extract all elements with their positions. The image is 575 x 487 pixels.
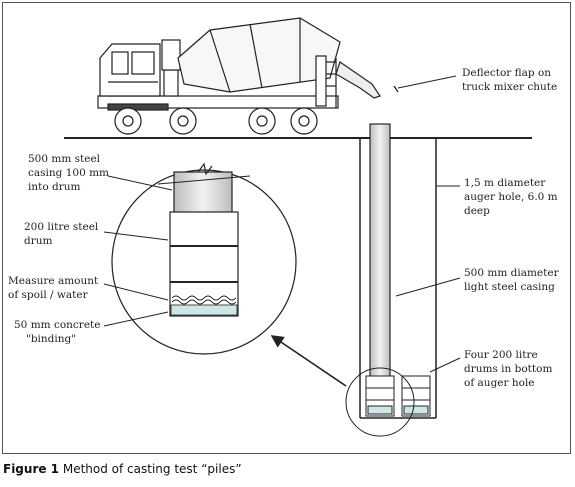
deflector-flap (393, 85, 399, 93)
label-deflector-line1: Deflector flap on (462, 67, 551, 79)
leader-lines (103, 175, 461, 373)
label-casing-line1: 500 mm steel (28, 153, 101, 165)
label-steel-drum: 200 litre steel drum (24, 221, 99, 247)
enlarge-arrow (270, 335, 347, 387)
label-four-drums: Four 200 litre drums in bottom of auger … (464, 349, 552, 389)
bottom-drums (365, 375, 431, 417)
label-casing-line3: into drum (28, 181, 81, 193)
figure-caption: Figure 1 Method of casting test “piles” (3, 462, 242, 476)
figure-frame (2, 2, 571, 454)
label-drum-line1: 200 litre steel (24, 221, 99, 233)
label-measure-line2: of spoil / water (8, 289, 89, 301)
label-light-casing-line1: 500 mm diameter (464, 267, 560, 279)
label-four-drums-line2: drums in bottom (464, 363, 552, 375)
enlarged-drum (169, 162, 239, 317)
label-drum-line2: drum (24, 235, 53, 247)
caption-label: Figure 1 (3, 462, 60, 476)
label-auger-line3: deep (464, 205, 490, 217)
label-auger-line2: auger hole, 6.0 m (464, 191, 558, 203)
label-four-drums-line3: of auger hole (464, 377, 535, 389)
label-auger-line1: 1,5 m diameter (464, 177, 546, 189)
label-auger-hole: 1,5 m diameter auger hole, 6.0 m deep (464, 177, 558, 217)
detail-circle-small (345, 367, 415, 437)
label-binding: 50 mm concrete "binding" (14, 319, 100, 345)
label-deflector: Deflector flap on truck mixer chute (462, 67, 557, 93)
label-measure-spoil: Measure amount of spoil / water (8, 275, 99, 301)
label-binding-line2: "binding" (26, 333, 76, 345)
auger-hole (359, 138, 437, 419)
label-deflector-line2: truck mixer chute (462, 81, 557, 93)
label-binding-line1: 50 mm concrete (14, 319, 100, 331)
truck-mixer-icon (97, 17, 381, 135)
caption-text: Method of casting test “piles” (62, 462, 242, 476)
detail-circle-large (111, 169, 297, 355)
label-light-casing: 500 mm diameter light steel casing (464, 267, 560, 293)
label-casing-into-drum: 500 mm steel casing 100 mm into drum (28, 153, 109, 193)
deflector-leader (397, 75, 457, 89)
label-four-drums-line1: Four 200 litre (464, 349, 538, 361)
label-casing-line2: casing 100 mm (28, 167, 109, 179)
label-measure-line1: Measure amount (8, 275, 99, 287)
label-light-casing-line2: light steel casing (464, 281, 555, 293)
light-steel-casing (369, 123, 391, 389)
